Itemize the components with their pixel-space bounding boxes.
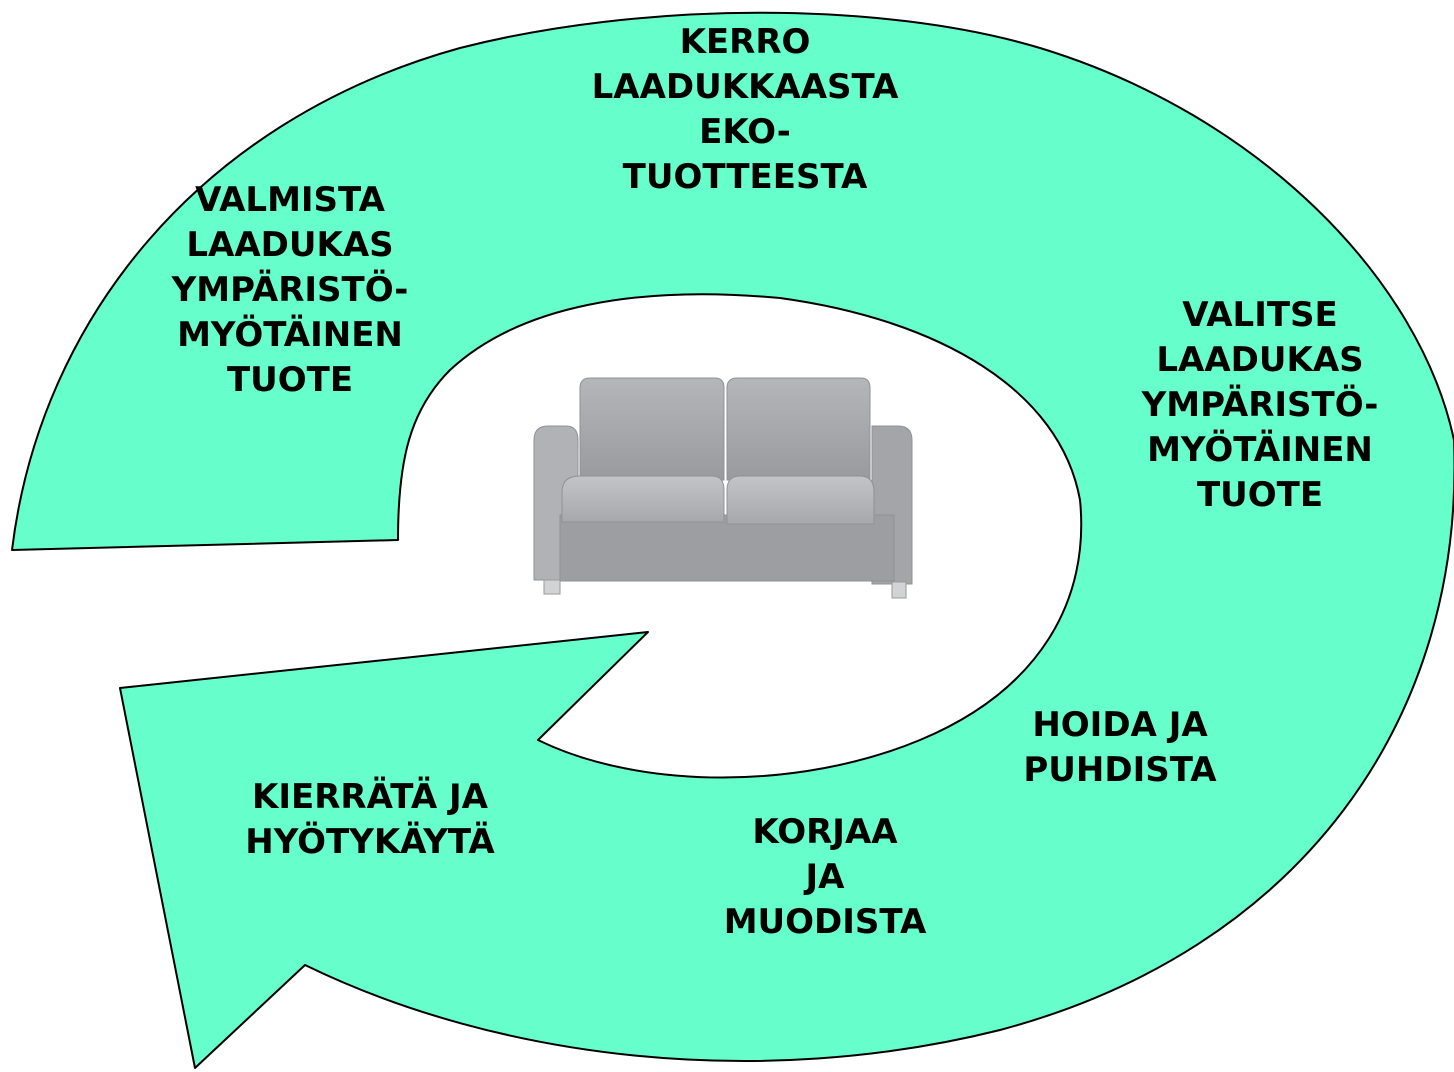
step-make-product: VALMISTA LAADUKAS YMPÄRISTÖ- MYÖTÄINEN T…	[171, 180, 409, 400]
sofa-icon	[533, 377, 913, 599]
step-tell-about-product: KERRO LAADUKKAASTA EKO- TUOTTEESTA	[591, 22, 899, 197]
step-choose-product: VALITSE LAADUKAS YMPÄRISTÖ- MYÖTÄINEN TU…	[1141, 295, 1379, 515]
step-care-and-clean: HOIDA JA PUHDISTA	[1023, 705, 1217, 790]
step-recycle-and-reuse: KIERRÄTÄ JA HYÖTYKÄYTÄ	[245, 777, 495, 862]
circular-arrow	[11, 11, 1454, 1069]
step-repair-and-remodel: KORJAA JA MUODISTA	[723, 812, 927, 942]
